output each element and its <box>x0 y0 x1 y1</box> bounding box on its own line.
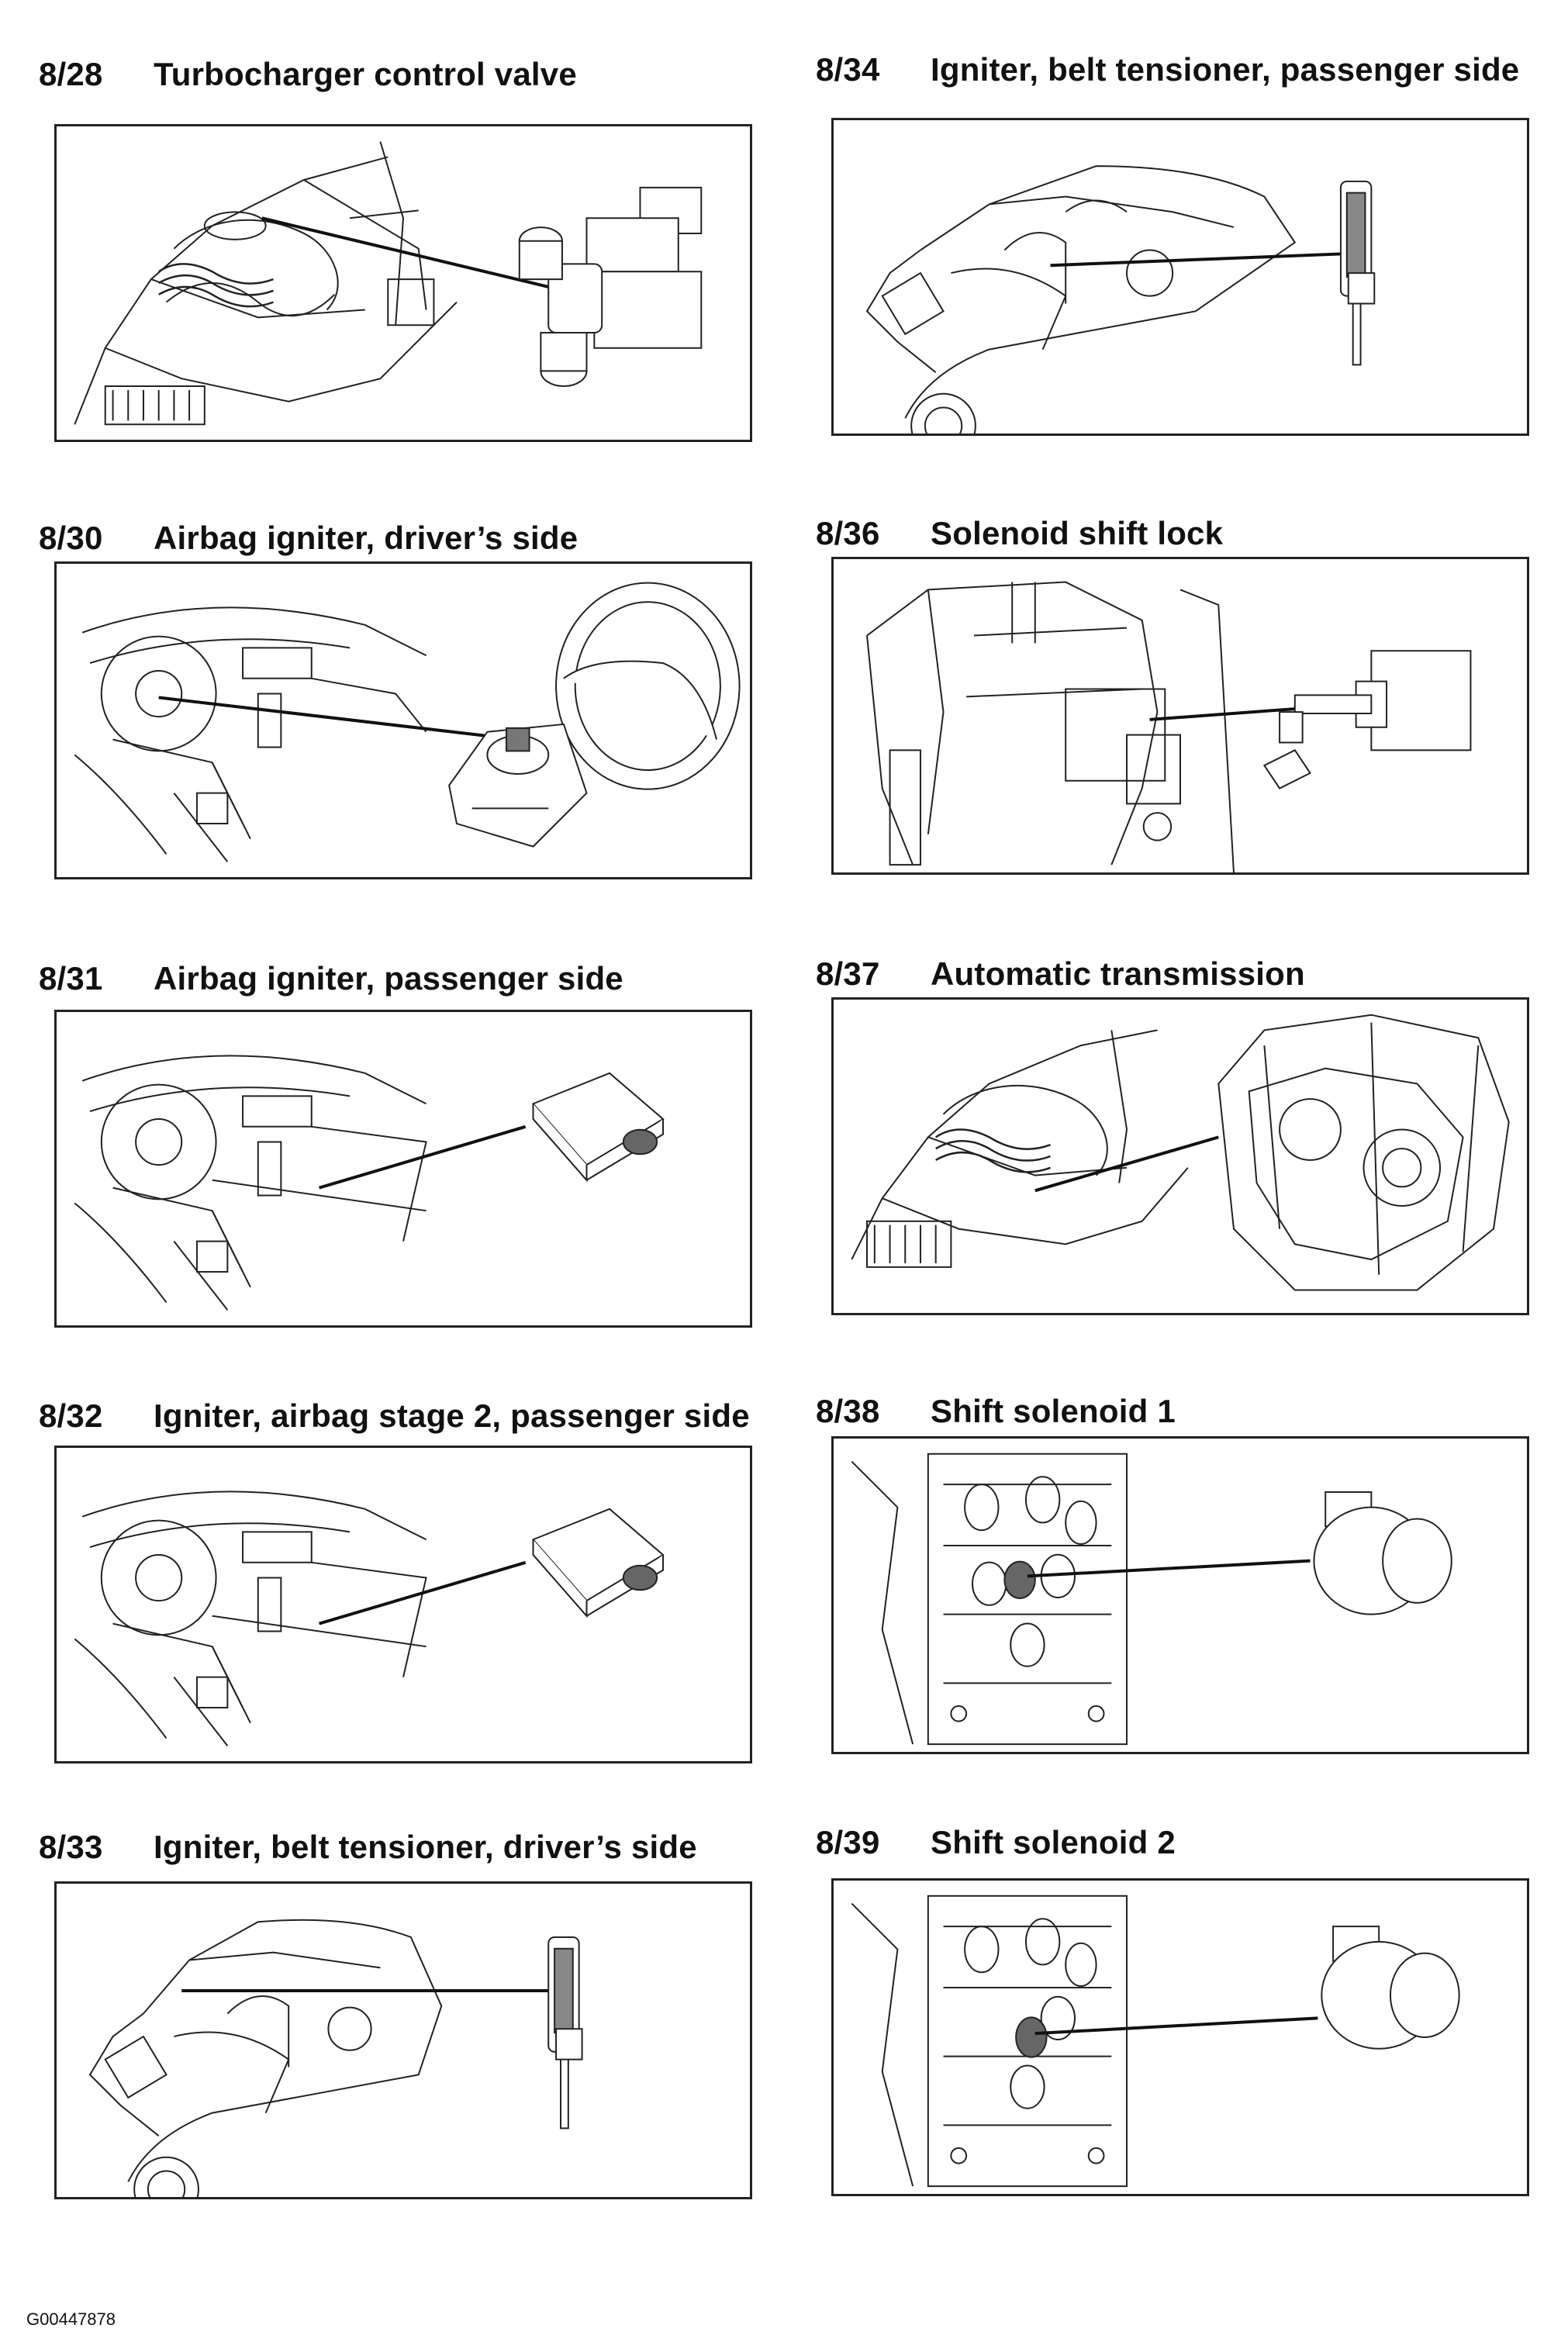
transmission-illustration <box>834 1000 1527 1313</box>
figure-title: Shift solenoid 1 <box>931 1393 1176 1429</box>
figure-code: 8/37 <box>816 955 880 992</box>
figure-illustration-frame <box>54 124 752 442</box>
figure-heading: 8/33 Igniter, belt tensioner, driver’s si… <box>39 1829 697 1866</box>
figure-illustration-frame <box>54 1881 752 2199</box>
document-id: G00447878 <box>26 2309 116 2329</box>
figure-code: 8/33 <box>39 1829 103 1865</box>
figure-heading: 8/32 Igniter, airbag stage 2, passenger s… <box>39 1397 750 1435</box>
dashboard-steering-illustration <box>57 564 750 877</box>
figure-illustration-frame <box>831 557 1529 875</box>
figure-code: 8/32 <box>39 1397 103 1434</box>
figure-heading: 8/31 Airbag igniter, passenger side <box>39 960 623 997</box>
figure-heading: 8/38 Shift solenoid 1 <box>816 1393 1176 1430</box>
figure-code: 8/39 <box>816 1824 880 1860</box>
figure-title: Solenoid shift lock <box>931 515 1224 551</box>
figure-heading: 8/30 Airbag igniter, driver’s side <box>39 520 578 557</box>
figure-title: Igniter, belt tensioner, passenger side <box>931 51 1520 88</box>
figure-code: 8/28 <box>39 56 103 92</box>
figure-code: 8/34 <box>816 51 880 88</box>
passenger-airbag-illustration <box>57 1012 750 1325</box>
figure-illustration-frame <box>54 561 752 879</box>
figure-heading: 8/34 Igniter, belt tensioner, passenger s… <box>816 51 1519 88</box>
figure-title: Turbocharger control valve <box>154 56 577 92</box>
valve-body-illustration <box>834 1881 1527 2194</box>
figure-title: Airbag igniter, driver’s side <box>154 520 579 556</box>
figure-title: Shift solenoid 2 <box>931 1824 1176 1860</box>
figure-illustration-frame <box>831 118 1529 436</box>
figure-illustration-frame <box>831 1878 1529 2196</box>
figure-code: 8/30 <box>39 520 103 556</box>
figure-illustration-frame <box>831 1436 1529 1754</box>
figure-heading: 8/36 Solenoid shift lock <box>816 515 1223 552</box>
engine-bay-illustration <box>57 126 750 440</box>
car-cutaway-illustration <box>834 120 1527 434</box>
figure-illustration-frame <box>54 1010 752 1328</box>
figure-code: 8/38 <box>816 1393 880 1429</box>
figure-code: 8/36 <box>816 515 880 551</box>
figure-heading: 8/28 Turbocharger control valve <box>39 56 577 93</box>
figure-illustration-frame <box>831 997 1529 1315</box>
figure-title: Igniter, belt tensioner, driver’s side <box>154 1829 697 1865</box>
figure-illustration-frame <box>54 1446 752 1763</box>
gear-selector-illustration <box>834 559 1527 872</box>
valve-body-illustration <box>834 1439 1527 1752</box>
figure-heading: 8/39 Shift solenoid 2 <box>816 1824 1176 1861</box>
car-cutaway-illustration <box>57 1884 750 2197</box>
figure-title: Automatic transmission <box>931 955 1305 992</box>
figure-title: Airbag igniter, passenger side <box>154 960 623 997</box>
figure-title: Igniter, airbag stage 2, passenger side <box>154 1397 750 1434</box>
passenger-airbag-stage2-illustration <box>57 1448 750 1761</box>
figure-heading: 8/37 Automatic transmission <box>816 955 1305 993</box>
figure-code: 8/31 <box>39 960 103 997</box>
